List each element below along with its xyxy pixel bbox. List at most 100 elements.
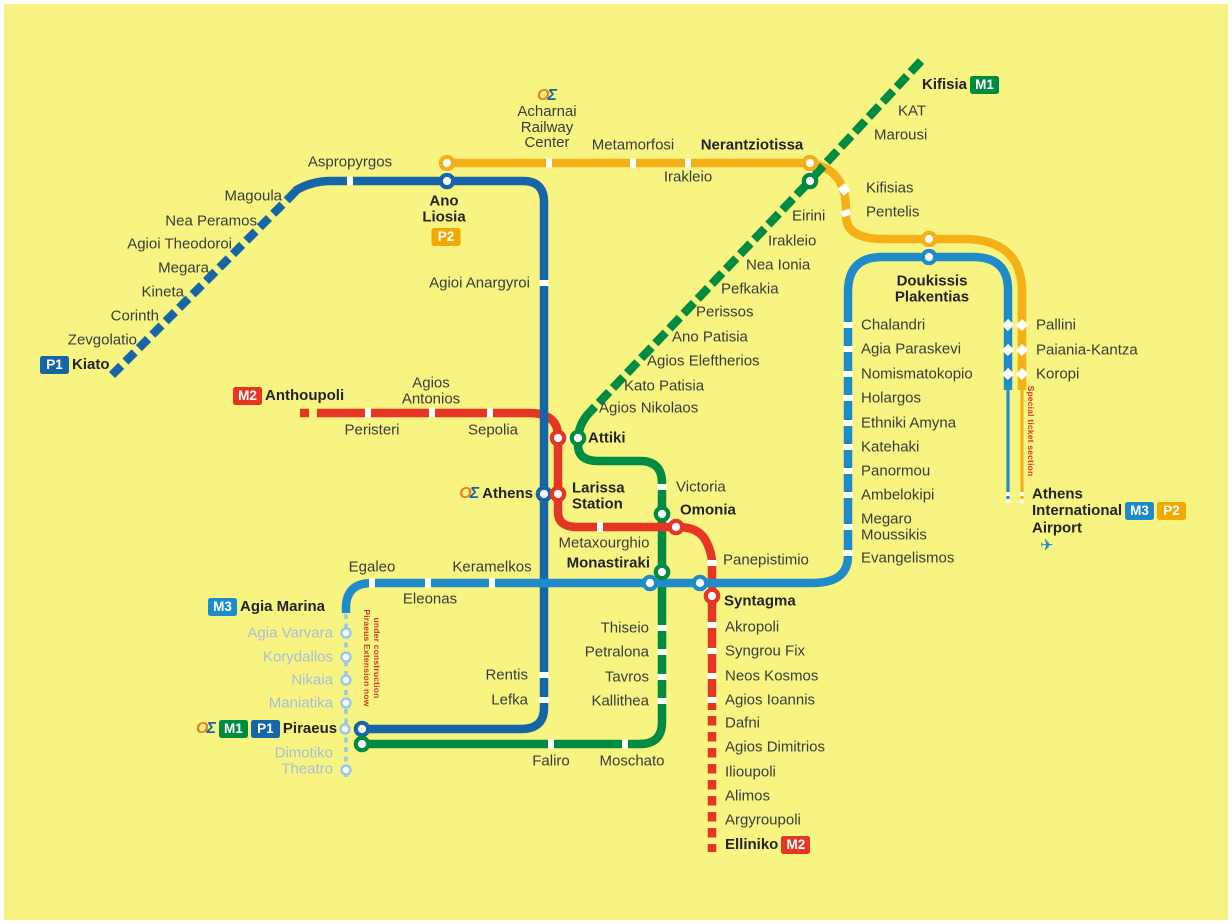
station-label-rentis: Rentis [485,666,528,684]
construction-station-ring [340,651,352,663]
station-label-ethniki-amyna: Ethniki Amyna [861,414,957,432]
station-label-nea-ionia: Nea Ionia [746,256,811,274]
station-label-petralona: Petralona [584,643,649,661]
station-label-alimos: Alimos [725,787,771,805]
station-ring [691,574,709,592]
station-label-megara: Megara [158,259,209,277]
station-label-lefka: Lefka [491,691,528,709]
station-label-under-construction: under construction [371,617,382,699]
station-ring [549,485,567,503]
station-label-nikaia: Nikaia [291,671,333,689]
tick-mark [1001,318,1015,332]
station-ring [535,485,553,503]
station-label-agioi-anargyroi: Agioi Anargyroi [429,274,530,292]
station-label-panormou: Panormou [861,462,931,480]
station-label-monastiraki: Monastiraki [566,554,650,572]
station-label-kat: KAT [898,102,927,120]
construction-station-ring [339,723,351,735]
tick-mark [1015,318,1029,332]
station-label-agia-varvara: Agia Varvara [247,624,333,642]
m2-line-main-path [317,408,717,710]
station-label-neos-kosmos: Neos Kosmos [725,667,819,685]
station-label-corinth: Corinth [110,307,159,325]
station-label-korydallos: Korydallos [262,648,333,666]
station-label-ambelokipi: Ambelokipi [861,486,935,504]
station-label-peristeri: Peristeri [344,421,400,439]
station-label-chalandri: Chalandri [861,316,926,334]
station-label-agios-dimitrios: Agios Dimitrios [725,738,826,756]
station-label-argyroupoli: Argyroupoli [725,811,801,829]
station-label-athens: Athens [1032,485,1083,503]
station-label-metaxourghio: Metaxourghio [558,534,650,552]
construction-station-ring [340,627,352,639]
station-label-syntagma: Syntagma [724,592,796,610]
p1-line-main-path [292,176,549,734]
station-label-syngrou-fix: Syngrou Fix [725,642,806,660]
station-label-omonia: Omonia [680,501,736,519]
m1-line-north-dashed-path [808,58,925,181]
airplane-icon: ✈ [1040,537,1054,555]
line-badge-p2: P2 [431,228,461,246]
tick-mark [1001,343,1015,357]
station-label-evangelismos: Evangelismos [861,549,955,567]
station-ring [801,172,819,190]
station-label-pallini: Pallini [1036,316,1077,334]
station-label-nerantziotissa: Nerantziotissa [700,136,804,154]
line-badge-m2: M2 [233,387,262,405]
station-ring [569,429,587,447]
construction-station-ring [340,697,352,709]
station-label-kineta: Kineta [141,283,184,301]
station-label-magoula: Magoula [224,187,282,205]
badge-group-p2: P2 [431,228,461,246]
station-label-attiki: Attiki [588,429,626,447]
station-label-keramelkos: Keramelkos [452,558,532,576]
station-ring [653,505,671,523]
line-badge-m2: M2 [781,836,811,854]
station-label-airport: Airport [1032,519,1082,537]
station-label-metamorfosi: Metamorfosi [591,136,675,154]
station-label-ilioupoli: Ilioupoli [725,763,776,781]
station-label-kallithea: Kallithea [591,692,649,710]
line-badge-m3: M3 [208,598,237,616]
station-label-eleonas: Eleonas [402,590,458,608]
station-label-pefkakia: Pefkakia [721,280,779,298]
station-label-maniatika: Maniatika [268,694,333,712]
station-label-katehaki: Katehaki [861,438,920,456]
station-ring [920,230,938,248]
station-label-sepolia: Sepolia [467,421,519,439]
station-label-akropoli: Akropoli [725,618,780,636]
station-ring [353,720,371,738]
line-badge-m1: M1 [218,720,248,738]
station-label-egaleo: Egaleo [348,558,396,576]
station-label-nea-peramos: Nea Peramos [165,212,257,230]
station-label-panepistimio: Panepistimio [723,551,809,569]
station-ring [920,248,938,266]
line-badge-m1: M1 [970,76,1000,94]
station-label-victoria: Victoria [676,478,726,496]
station-label-ano-patisia: Ano Patisia [672,328,748,346]
m1-line-diagonal-dashed-path [586,181,811,415]
station-label-agios-eleftherios: Agios Eleftherios [647,352,760,370]
station-label-moschato: Moschato [599,752,665,770]
station-label-thiseio: Thiseio [600,619,649,637]
station-ring [703,587,721,605]
station-label-agios-nikolaos: Agios Nikolaos [599,399,699,417]
construction-station-ring [340,674,352,686]
